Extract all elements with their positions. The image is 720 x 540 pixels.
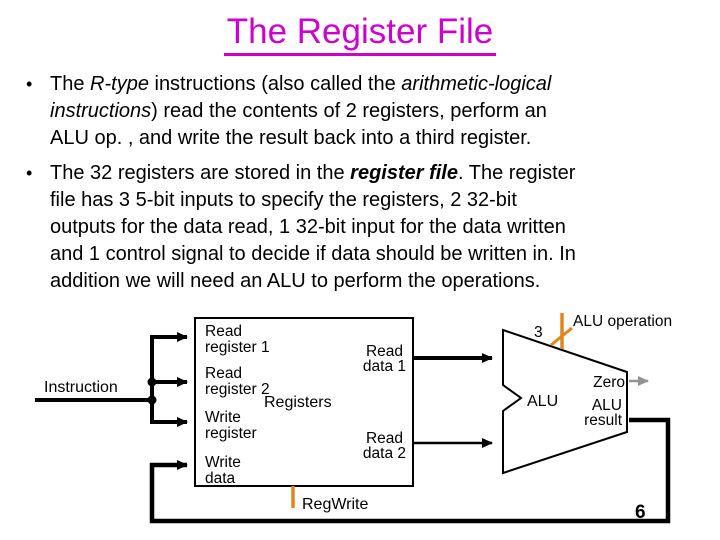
text-segment: and 1 control signal to decide if data s… <box>50 243 576 265</box>
text-segment: The <box>50 73 91 95</box>
alu-operation-label: ALU operation <box>573 313 672 330</box>
instruction-label: Instruction <box>44 379 118 396</box>
bullet-item-2: • The 32 registers are stored in the reg… <box>26 160 718 295</box>
read-data-1-label: data 1 <box>363 358 406 375</box>
register-file-diagram: Read register 1 Read register 2 Register… <box>35 313 672 524</box>
alu-result-label: result <box>584 412 623 429</box>
read-data-2-label: Read <box>366 430 403 447</box>
write-data-label: data <box>205 470 236 487</box>
page-title: The Register File <box>223 12 497 57</box>
read-data-2-label: data 2 <box>363 445 406 462</box>
alu-result-label: ALU <box>592 397 622 414</box>
text-segment: The 32 registers are stored in the <box>50 162 351 184</box>
regwrite-label: RegWrite <box>302 496 368 513</box>
bullet-item-1: • The R-type instructions (also called t… <box>26 71 718 152</box>
text-segment: ALU op. , and write the result back into… <box>50 127 532 149</box>
page-number: 6 <box>635 502 646 523</box>
read-data-1-label: Read <box>366 343 403 360</box>
text-segment: file has 3 5-bit inputs to specify the r… <box>50 189 517 211</box>
write-register-label: Write <box>205 409 241 426</box>
write-data-label: Write <box>205 454 241 471</box>
alu-result-feedback-wire <box>149 417 671 524</box>
junction-dot <box>147 395 157 405</box>
read-register-1-label: Read <box>205 323 242 340</box>
text-segment: ) read the contents of 2 registers, perf… <box>151 100 547 122</box>
text-segment-italic: R-type <box>90 73 149 95</box>
bus-width-slash <box>550 326 573 347</box>
bullet-list: • The R-type instructions (also called t… <box>26 71 718 295</box>
bullet-marker: • <box>26 163 33 183</box>
text-segment-bold-italic: register file <box>350 162 458 184</box>
registers-label: Registers <box>264 394 332 411</box>
alu-label: ALU <box>527 393 558 410</box>
bullet-marker: • <box>26 74 33 94</box>
read-register-2-label: register 2 <box>205 381 270 398</box>
registers-box <box>194 317 414 487</box>
junction-dot <box>147 377 157 387</box>
read-register-2-label: Read <box>205 365 242 382</box>
title-area: The Register File <box>0 12 720 57</box>
bullet-text-1: The R-type instructions (also called the… <box>50 71 551 152</box>
text-segment-italic: arithmetic-logical <box>401 73 552 95</box>
text-segment: addition we will need an ALU to perform … <box>50 270 541 292</box>
text-segment: instructions (also called the <box>148 73 402 95</box>
write-register-label: register <box>205 425 257 442</box>
bullet-text-2: The 32 registers are stored in the regis… <box>50 160 576 295</box>
text-segment: . The register <box>457 162 576 184</box>
bus-width-label: 3 <box>534 324 543 341</box>
read-register-1-label: register 1 <box>205 339 270 356</box>
text-segment-italic: instructions <box>50 100 152 122</box>
text-segment: outputs for the data read, 1 32-bit inpu… <box>50 216 566 238</box>
zero-label: Zero <box>593 374 625 391</box>
alu-shape <box>502 328 628 475</box>
